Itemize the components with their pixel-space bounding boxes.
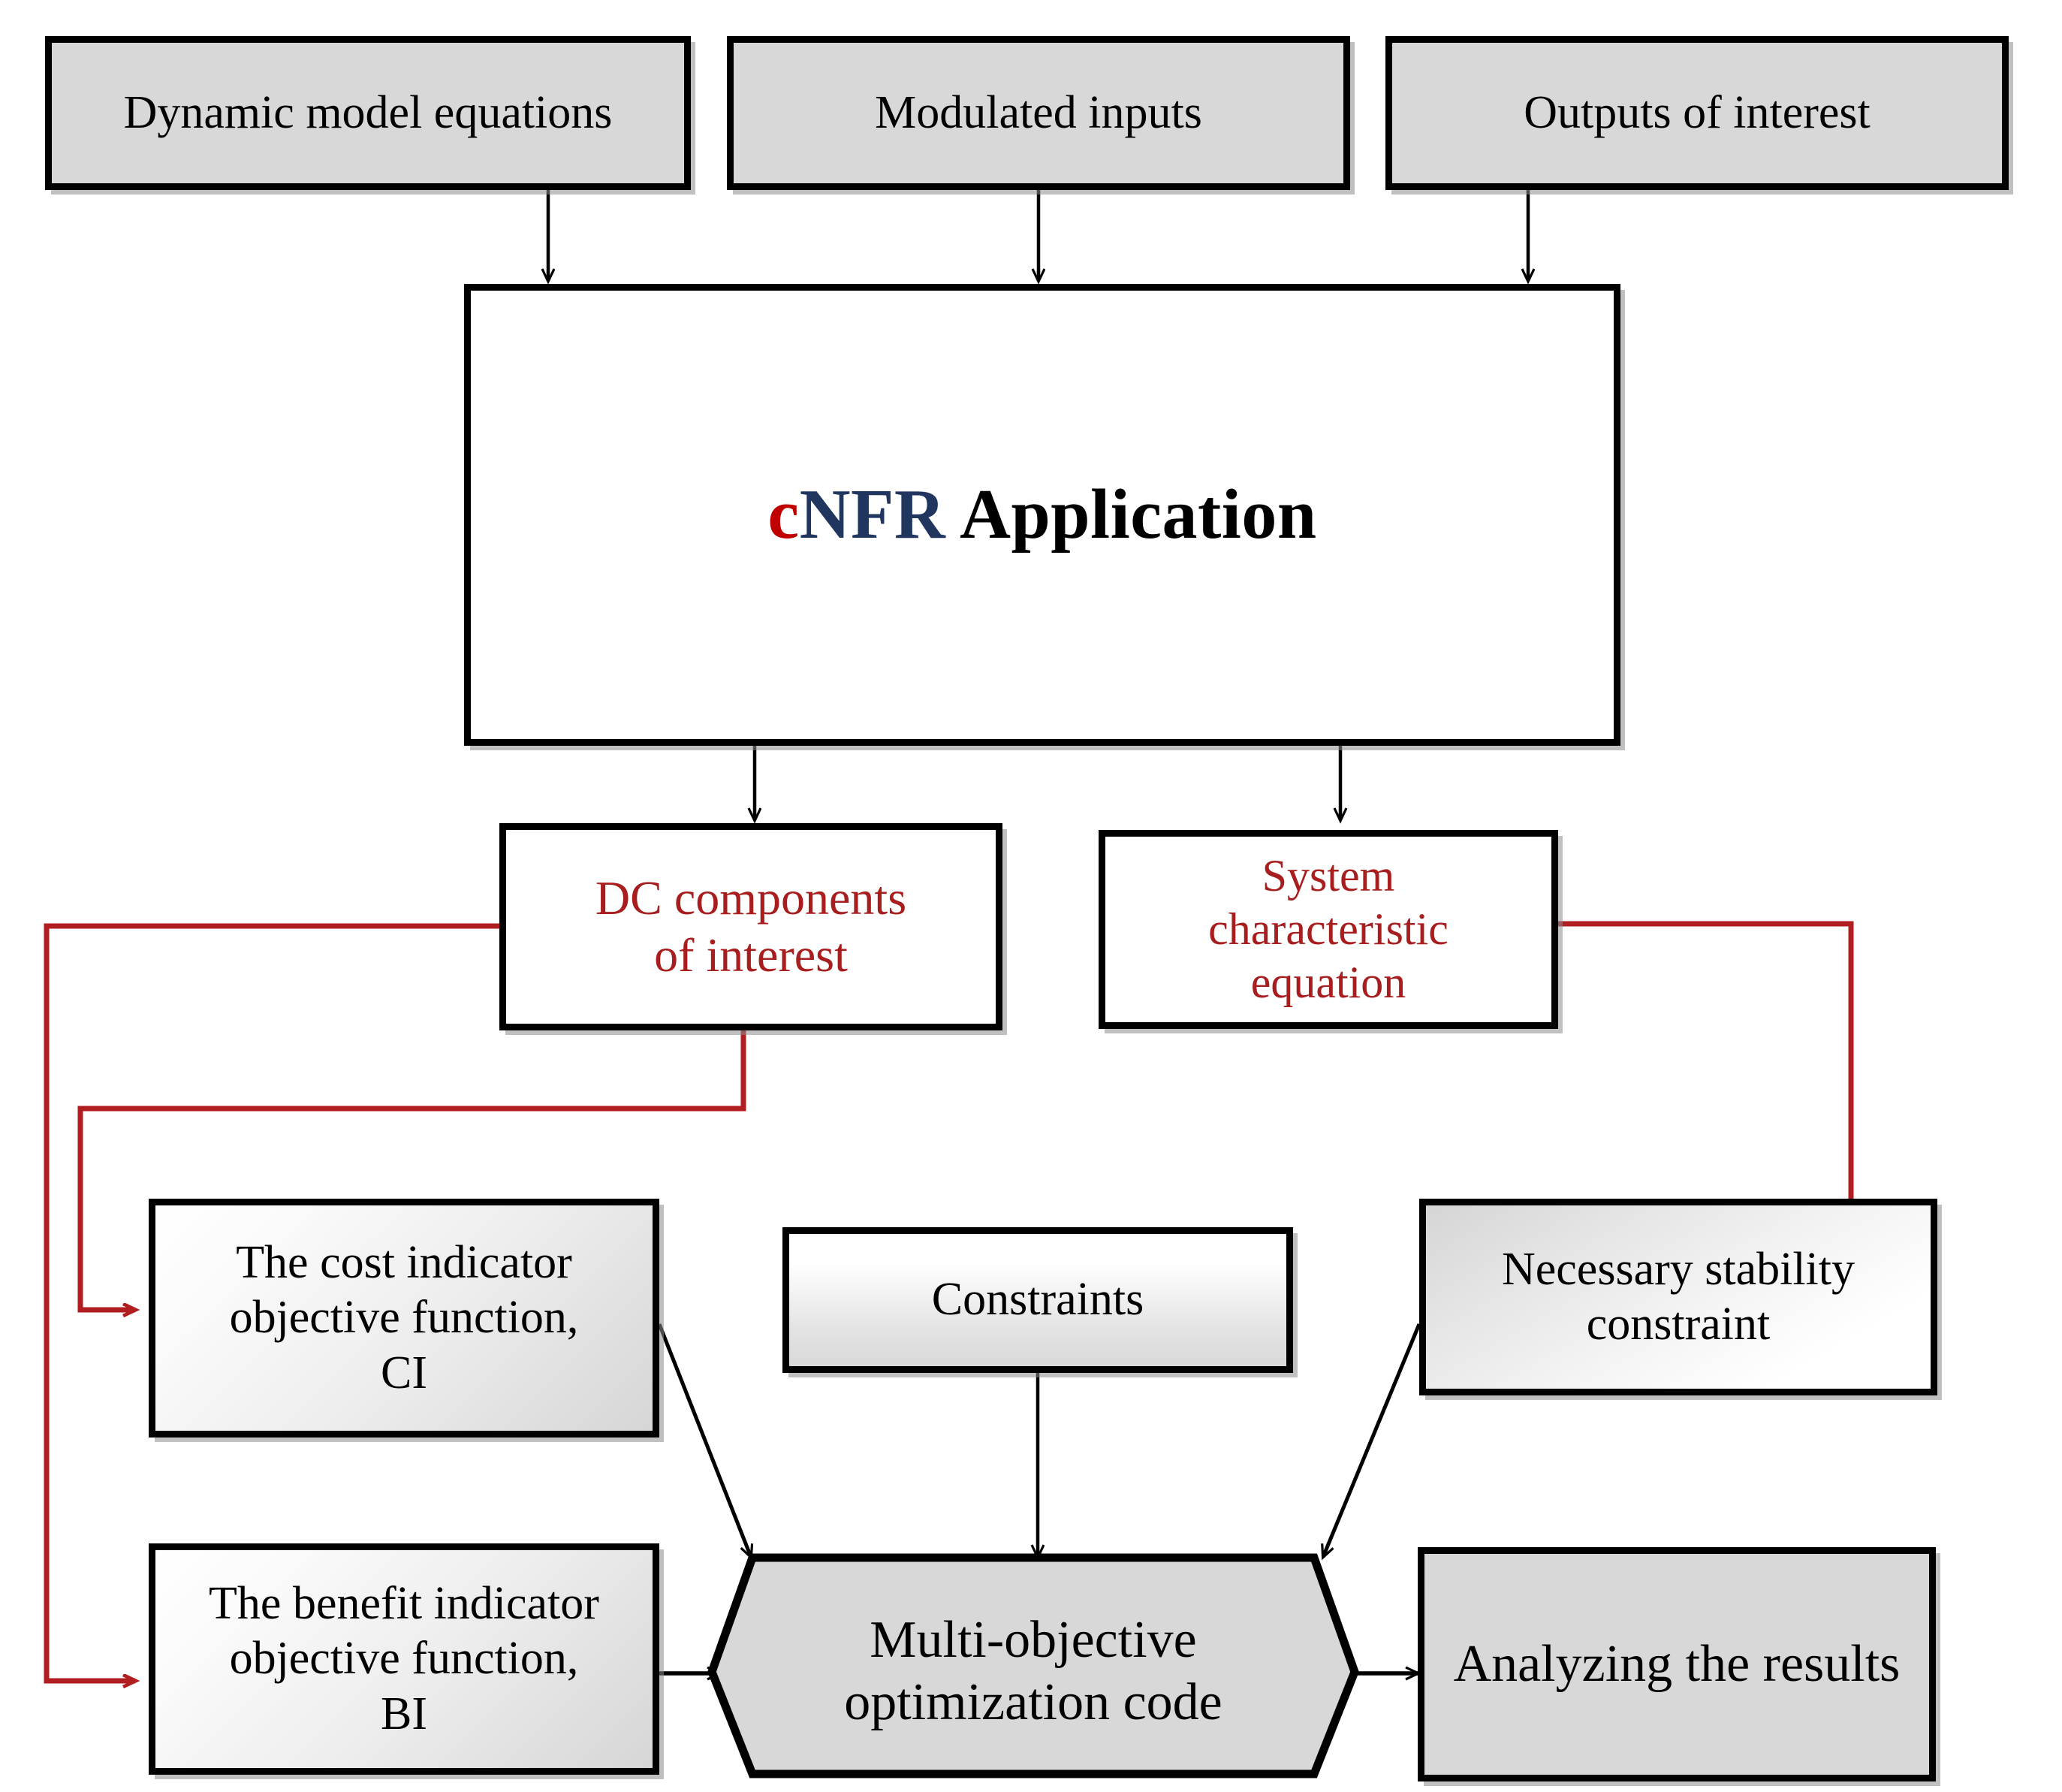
node-label: The benefit indicator objective function…: [155, 1576, 653, 1741]
node-label-line2: objective function,: [229, 1292, 579, 1344]
node-dc-components-of-interest[interactable]: DC components of interest: [499, 823, 1002, 1030]
node-label: Outputs of interest: [1524, 86, 1871, 138]
node-label-line1: System: [1262, 851, 1395, 901]
node-constraints[interactable]: Constraints: [782, 1227, 1293, 1373]
node-label: Dynamic model equations: [123, 86, 613, 138]
node-analyzing-the-results[interactable]: Analyzing the results: [1418, 1547, 1936, 1781]
node-cnfr-application[interactable]: cNFR Application: [464, 284, 1620, 746]
node-modulated-inputs[interactable]: Modulated inputs: [727, 36, 1350, 190]
node-label-line2: constraint: [1586, 1299, 1771, 1350]
cnfr-title-part-application: Application: [945, 475, 1317, 554]
node-system-characteristic-equation[interactable]: System characteristic equation: [1099, 830, 1558, 1029]
node-label-line1: The cost indicator: [236, 1237, 572, 1289]
node-label: The cost indicator objective function, C…: [155, 1235, 653, 1400]
node-label-line2: of interest: [654, 928, 848, 982]
node-label-line1: Multi-objective: [870, 1611, 1197, 1670]
node-label-line3: CI: [381, 1347, 427, 1398]
node-label-line2: optimization code: [844, 1673, 1222, 1731]
node-label: Constraints: [931, 1274, 1144, 1326]
node-label-line1: DC components: [595, 871, 907, 925]
cnfr-title-part-c: c: [767, 475, 800, 554]
node-cost-indicator-objective-function[interactable]: The cost indicator objective function, C…: [149, 1199, 659, 1438]
node-label-line3: BI: [381, 1688, 427, 1739]
node-benefit-indicator-objective-function[interactable]: The benefit indicator objective function…: [149, 1543, 659, 1775]
node-label: Modulated inputs: [875, 86, 1202, 138]
node-necessary-stability-constraint[interactable]: Necessary stability constraint: [1419, 1199, 1937, 1395]
node-label-line1: Necessary stability: [1501, 1243, 1855, 1295]
cnfr-title-part-nfr: NFR: [799, 475, 946, 554]
node-dynamic-model-equations[interactable]: Dynamic model equations: [45, 36, 691, 190]
node-outputs-of-interest[interactable]: Outputs of interest: [1385, 36, 2009, 190]
edge-cost-indicator-to-optimization: [657, 1323, 751, 1557]
node-label-line2: objective function,: [229, 1633, 579, 1685]
node-label: Analyzing the results: [1453, 1634, 1901, 1693]
node-label-line1: The benefit indicator: [209, 1578, 599, 1630]
node-label: DC components of interest: [506, 870, 996, 983]
node-label-line2: characteristic: [1208, 904, 1449, 955]
node-multi-objective-optimization-code[interactable]: Multi-objective optimization code: [706, 1552, 1361, 1792]
node-label: Necessary stability constraint: [1426, 1242, 1931, 1352]
edge-stability-constraint-to-optimization: [1323, 1323, 1421, 1557]
node-label: System characteristic equation: [1105, 849, 1551, 1009]
node-label: Multi-objective optimization code: [706, 1609, 1361, 1733]
node-label-line3: equation: [1250, 957, 1406, 1007]
cnfr-application-title: cNFR Application: [471, 473, 1614, 557]
